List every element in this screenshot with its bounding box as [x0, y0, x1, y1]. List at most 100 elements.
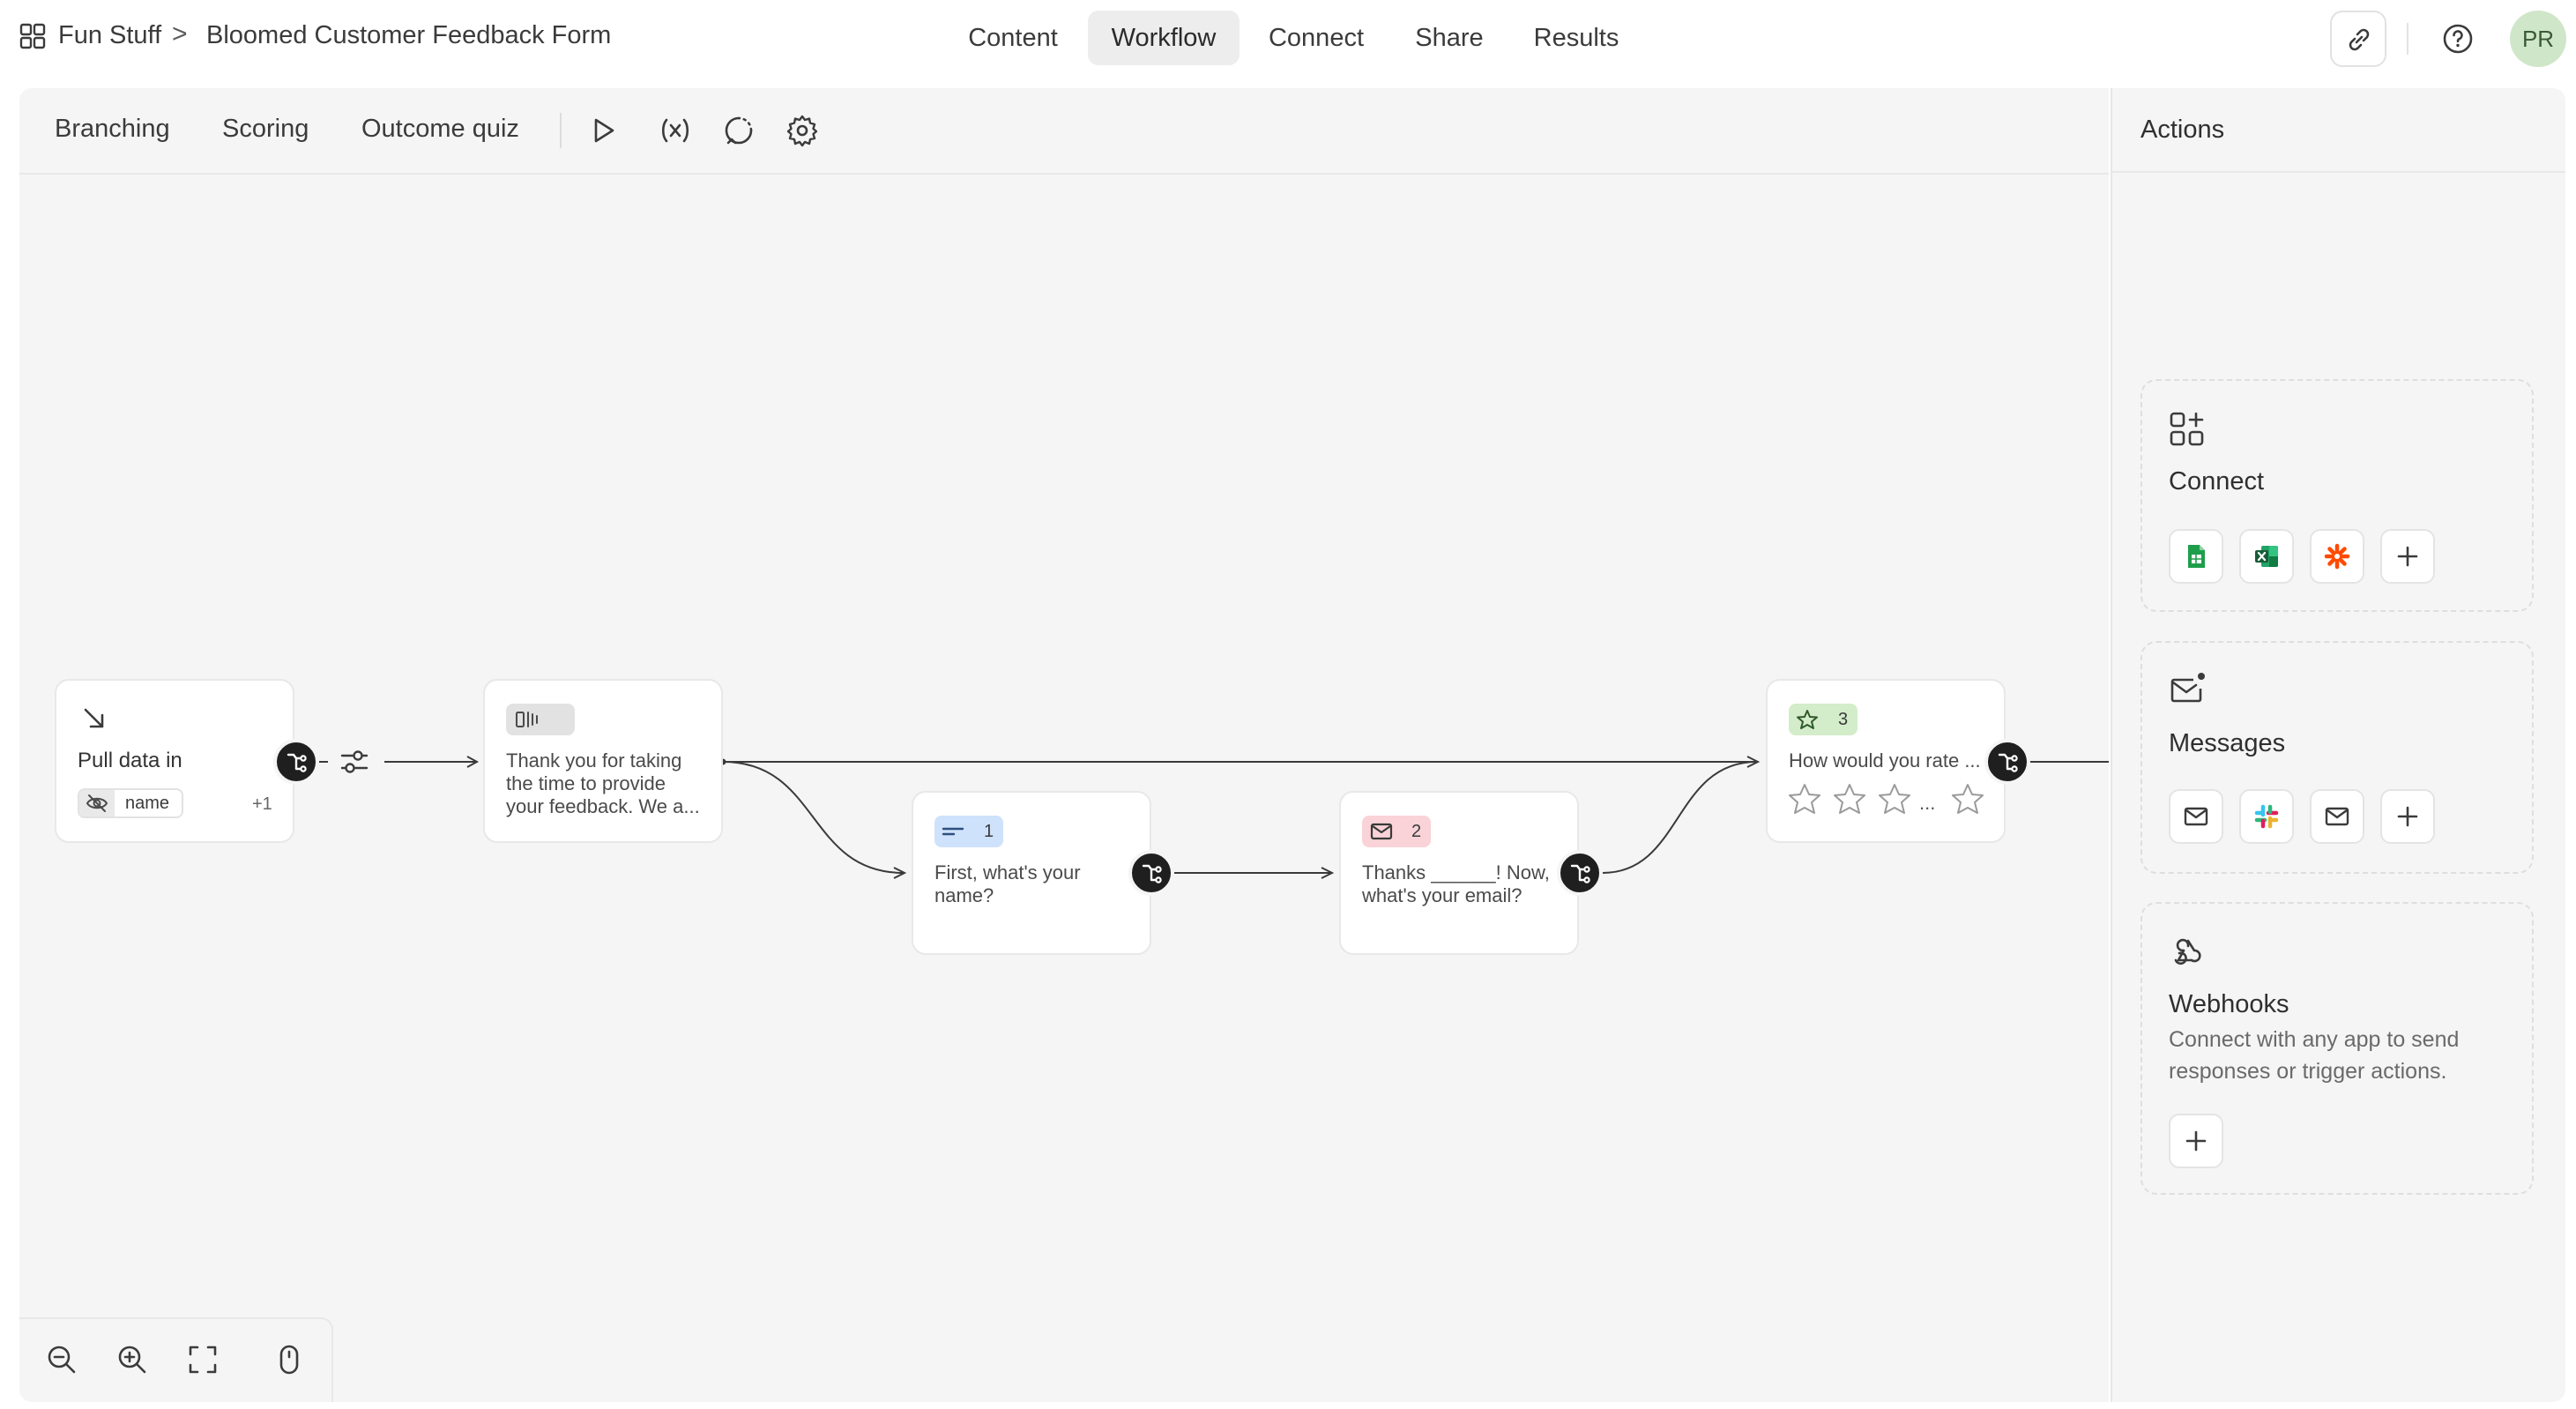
short-text-icon — [942, 827, 964, 836]
question-2-text-line2: what's your email? — [1362, 884, 1523, 906]
branch-icon — [1570, 864, 1590, 883]
branch-icon — [1142, 864, 1162, 883]
question-3-text: How would you rate ... — [1789, 749, 1981, 772]
email-chip: 2 — [1362, 816, 1431, 847]
welcome-text-line3: your feedback. We a... — [506, 795, 700, 817]
email-icon — [1370, 823, 1393, 840]
branching-button[interactable]: Branching — [55, 115, 170, 143]
play-icon[interactable] — [585, 113, 621, 148]
header-divider — [2407, 23, 2408, 55]
webhooks-card-title: Webhooks — [2169, 990, 2289, 1018]
form-title[interactable]: Bloomed Customer Feedback Form — [206, 21, 612, 49]
filter-icon[interactable] — [339, 748, 369, 776]
excel-button[interactable] — [2239, 529, 2294, 584]
actions-panel-title: Actions — [2140, 116, 2225, 144]
scoring-button[interactable]: Scoring — [222, 115, 309, 143]
statement-chip — [506, 704, 575, 735]
zapier-icon — [2324, 543, 2350, 570]
arrow-down-right-icon — [84, 708, 104, 728]
add-message-button[interactable] — [2380, 789, 2435, 844]
tab-results[interactable]: Results — [1533, 24, 1619, 52]
extra-fields-count: +1 — [252, 794, 272, 814]
welcome-screen-node[interactable]: Thank you for taking the time to provide… — [483, 679, 723, 843]
workflow-canvas[interactable] — [19, 88, 2109, 1402]
tab-workflow[interactable]: Workflow — [1088, 11, 1240, 65]
google-sheets-button[interactable] — [2169, 529, 2223, 584]
google-sheets-icon — [2188, 545, 2205, 568]
branch-handle[interactable] — [1557, 850, 1603, 896]
gear-icon[interactable] — [785, 113, 820, 148]
welcome-text-line1: Thank you for taking — [506, 749, 682, 772]
add-webhook-button[interactable] — [2169, 1114, 2223, 1168]
top-bar — [0, 0, 2576, 78]
pull-data-node[interactable]: Pull data in name +1 — [55, 679, 294, 843]
field-tag[interactable]: name — [78, 788, 183, 818]
webhooks-desc-line1: Connect with any app to send — [2169, 1027, 2460, 1052]
apps-add-icon — [2170, 412, 2204, 446]
branch-handle[interactable] — [1984, 739, 2030, 785]
mail-notification-icon — [2170, 673, 2205, 703]
webhooks-card: Webhooks Connect with any app to send re… — [2140, 902, 2534, 1195]
branch-icon — [287, 753, 307, 772]
link-icon — [2349, 28, 2370, 51]
email-icon — [2325, 807, 2349, 826]
welcome-text-line2: the time to provide — [506, 772, 666, 794]
email-icon — [2184, 807, 2208, 826]
short-text-chip: 1 — [934, 816, 1003, 847]
statement-icon — [516, 712, 538, 727]
breadcrumb-separator: > — [172, 19, 188, 48]
excel-icon — [2255, 546, 2278, 567]
add-icon — [2397, 546, 2418, 567]
toolbar-divider — [560, 113, 562, 148]
avatar[interactable]: PR — [2510, 11, 2566, 67]
add-icon — [2185, 1130, 2207, 1152]
rating-ellipsis: ... — [1919, 792, 1936, 814]
branch-handle[interactable] — [273, 739, 319, 785]
mouse-icon[interactable] — [273, 1344, 305, 1375]
add-connection-button[interactable] — [2380, 529, 2435, 584]
rating-stars — [1789, 784, 1984, 814]
question-1-node[interactable]: 1 First, what's your name? — [912, 791, 1151, 955]
pull-data-label: Pull data in — [78, 749, 182, 772]
zoom-in-icon[interactable] — [116, 1344, 148, 1375]
tab-share[interactable]: Share — [1415, 24, 1484, 52]
slack-button[interactable] — [2239, 789, 2294, 844]
question-2-text-line1: Thanks ______! Now, — [1362, 861, 1550, 883]
question-number: 2 — [1411, 822, 1422, 841]
copy-link-button[interactable] — [2330, 11, 2386, 67]
star-icon — [1797, 710, 1818, 729]
question-3-node[interactable]: 3 How would you rate ... ... — [1766, 679, 2006, 843]
tab-content[interactable]: Content — [968, 24, 1058, 52]
branch-handle[interactable] — [1128, 850, 1174, 896]
email-button[interactable] — [2169, 789, 2223, 844]
outcome-quiz-button[interactable]: Outcome quiz — [361, 115, 519, 143]
messages-card-title: Messages — [2169, 729, 2286, 757]
actions-panel-header — [2111, 88, 2565, 173]
email-button[interactable] — [2310, 789, 2364, 844]
field-tag-label: name — [125, 794, 170, 813]
add-icon — [2397, 806, 2418, 827]
tab-connect[interactable]: Connect — [1268, 24, 1364, 52]
question-2-node[interactable]: 2 Thanks ______! Now, what's your email? — [1339, 791, 1579, 955]
breadcrumb-workspace[interactable]: Fun Stuff — [58, 21, 162, 49]
question-1-text-line1: First, what's your — [934, 861, 1081, 883]
variable-icon[interactable] — [658, 113, 693, 148]
zoom-out-icon[interactable] — [46, 1344, 78, 1375]
fit-view-icon[interactable] — [187, 1344, 219, 1375]
question-1-text-line2: name? — [934, 884, 994, 906]
question-number: 1 — [984, 822, 994, 841]
actions-panel — [2111, 88, 2565, 1402]
zapier-button[interactable] — [2310, 529, 2364, 584]
slack-icon — [2254, 804, 2279, 829]
connect-card-title: Connect — [2169, 467, 2265, 496]
question-number: 3 — [1838, 710, 1849, 729]
branch-icon — [1998, 753, 2018, 772]
webhooks-desc-line2: responses or trigger actions. — [2169, 1059, 2447, 1084]
loop-icon[interactable] — [721, 113, 756, 148]
apps-grid-icon[interactable] — [19, 23, 46, 49]
rating-chip: 3 — [1789, 704, 1858, 735]
hidden-eye-icon — [79, 790, 115, 816]
webhook-icon — [2174, 938, 2201, 965]
messages-card: Messages — [2140, 641, 2534, 874]
help-icon[interactable] — [2442, 23, 2474, 55]
